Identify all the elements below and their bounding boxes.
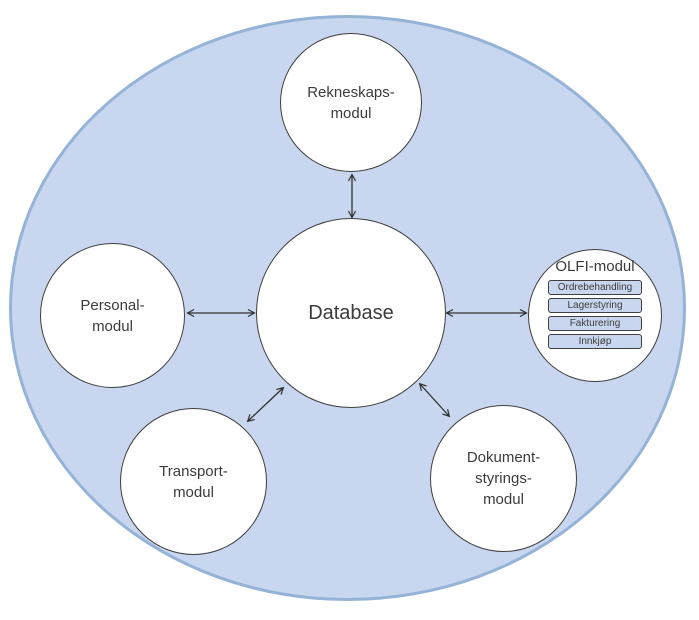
olfi-box-fakturering: Fakturering: [548, 316, 642, 331]
olfi-box-ordrebehandling: Ordrebehandling: [548, 280, 642, 295]
node-olfi-title: OLFI-modul: [555, 258, 635, 275]
node-rekneskaps-label: Rekneskaps- modul: [307, 83, 395, 122]
node-transport-modul: Transport- modul: [120, 408, 267, 555]
node-rekneskaps-modul: Rekneskaps- modul: [280, 33, 422, 172]
olfi-box-innkjop: Innkjøp: [548, 334, 642, 349]
node-database: Database: [256, 218, 446, 408]
olfi-box-list: Ordrebehandling Lagerstyring Fakturering…: [548, 280, 642, 349]
olfi-box-lagerstyring: Lagerstyring: [548, 298, 642, 313]
node-dokument-label: Dokument- styrings- modul: [466, 449, 541, 508]
node-personal-modul: Personal- modul: [40, 243, 185, 388]
node-transport-label: Transport- modul: [159, 462, 228, 501]
node-dokument-styrings-modul: Dokument- styrings- modul: [430, 405, 577, 552]
node-olfi-modul: OLFI-modul Ordrebehandling Lagerstyring …: [528, 249, 662, 382]
node-database-label: Database: [308, 302, 394, 324]
node-personal-label: Personal- modul: [80, 296, 145, 335]
